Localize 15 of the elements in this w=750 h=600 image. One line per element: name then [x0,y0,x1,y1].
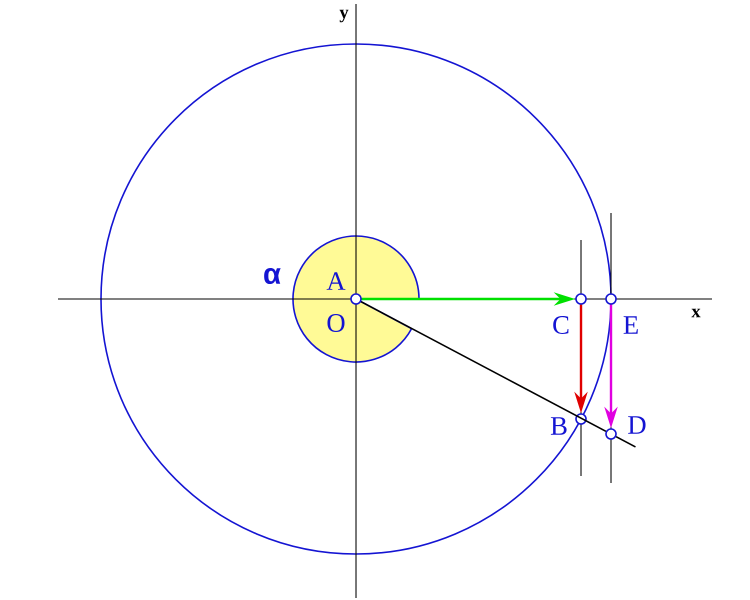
point-label: B [550,417,567,435]
point-label: C [553,316,568,334]
point-label: D [628,416,646,434]
point-label: O [327,314,345,332]
point-marker [575,293,587,305]
point-marker [605,428,617,440]
point-marker [575,413,587,425]
axis-label: x [691,308,701,318]
point-label: A [326,272,346,290]
point-marker [605,293,617,305]
point-label: E [624,316,638,334]
axis-label: y [340,10,348,22]
point-marker [350,293,362,305]
angle-label: α [264,268,281,284]
ray-line [360,301,606,432]
